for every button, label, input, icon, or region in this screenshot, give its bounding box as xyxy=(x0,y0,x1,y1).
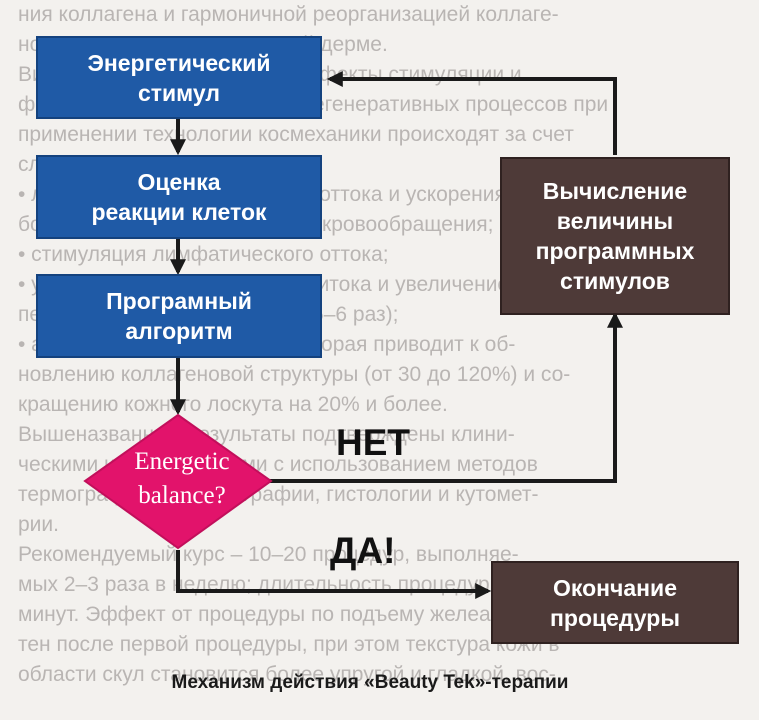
node-energy-stimulus: Энергетический стимул xyxy=(36,36,322,119)
arrow-compute-to-stimulus xyxy=(326,71,617,155)
node-end-procedure: Окончание процедуры xyxy=(491,561,739,644)
label-no: НЕТ xyxy=(336,422,410,463)
background-text-line: ния коллагена и гармоничной реорганизаци… xyxy=(18,3,559,26)
arrow-decision-to-end xyxy=(176,550,492,599)
background-text-line: тен после первой процедуры, при этом тек… xyxy=(18,633,560,656)
background-text-line: кращению кожного лоскута на 20% и более. xyxy=(18,393,448,416)
decision-diamond xyxy=(83,413,273,550)
background-text-line: минут. Эффект от процедуры по подъему же… xyxy=(18,603,567,626)
node-compute-stimuli: Вычисление величины программных стимулов xyxy=(500,157,730,315)
background-text-line: Рекомендуемый курс – 10–20 процедур, вып… xyxy=(18,543,519,566)
background-text-line: рии. xyxy=(18,513,59,536)
label-yes: ДА! xyxy=(330,530,396,571)
node-cell-reaction: Оценка реакции клеток xyxy=(36,155,322,239)
arrow-decision-to-compute xyxy=(265,311,623,483)
background-text-line: • стимуляция лимфатического оттока; xyxy=(18,243,389,266)
background-text-line: области скул становится более упругой и … xyxy=(18,663,556,686)
figure-caption: Механизм действия «Beauty Tek»-терапии xyxy=(171,672,569,693)
background-text-line: применении технологии космеханики происх… xyxy=(18,123,574,146)
node-program-algorithm: Програмный алгоритм xyxy=(36,274,322,358)
decision-label: Energetic balance? xyxy=(134,448,230,509)
background-text-line: новлению коллагеновой структуры (от 30 д… xyxy=(18,363,571,386)
